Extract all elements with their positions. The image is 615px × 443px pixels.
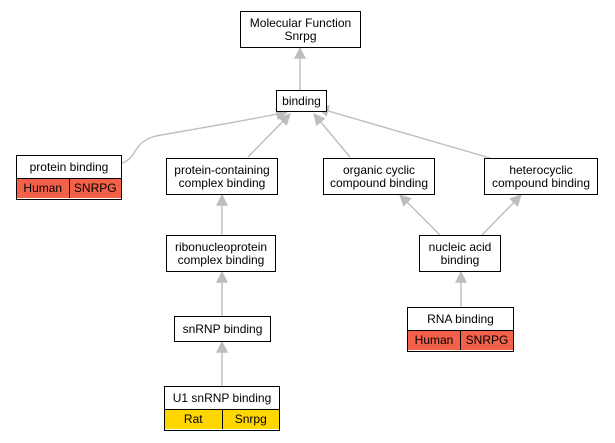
node-label-line1: protein-containing bbox=[174, 162, 270, 177]
node-label-line1: organic cyclic bbox=[342, 162, 416, 177]
node-label-line2: complex binding bbox=[177, 252, 265, 267]
edge-nucleic-acid-to-organic-cyclic bbox=[399, 194, 441, 236]
node-snrnp-binding[interactable]: snRNP binding bbox=[174, 316, 271, 342]
node-label-line1: nucleic acid bbox=[428, 239, 492, 254]
node-label-line1: Molecular Function bbox=[249, 15, 352, 30]
annotation-row: Rat Snrpg bbox=[165, 409, 279, 429]
edge-protein-containing-to-binding bbox=[247, 113, 291, 158]
node-organic-cyclic-compound-binding[interactable]: organic cyclic compound binding bbox=[323, 158, 435, 195]
node-rna-binding[interactable]: RNA binding Human SNRPG bbox=[407, 307, 514, 352]
species-cell: Human bbox=[23, 181, 63, 195]
node-protein-binding[interactable]: protein binding Human SNRPG bbox=[16, 155, 122, 200]
node-ribonucleoprotein-complex-binding[interactable]: ribonucleoprotein complex binding bbox=[166, 235, 276, 272]
node-label-line2: binding bbox=[440, 252, 480, 267]
node-label-line1: ribonucleoprotein bbox=[174, 239, 268, 254]
edge-organic-cyclic-to-binding bbox=[313, 113, 351, 158]
node-label: protein binding bbox=[29, 159, 109, 174]
node-label-line2: compound binding bbox=[491, 175, 591, 190]
node-label: RNA binding bbox=[427, 311, 494, 326]
gene-cell: SNRPG bbox=[460, 331, 513, 350]
node-heterocyclic-compound-binding[interactable]: heterocyclic compound binding bbox=[484, 158, 598, 195]
node-label-line2: Snrpg bbox=[284, 28, 317, 43]
annotation-row: Human SNRPG bbox=[17, 178, 121, 198]
node-label-line1: heterocyclic bbox=[509, 162, 573, 177]
node-label-line2: complex binding bbox=[178, 175, 266, 190]
node-nucleic-acid-binding[interactable]: nucleic acid binding bbox=[419, 235, 501, 272]
node-u1-snrnp-binding[interactable]: U1 snRNP binding Rat Snrpg bbox=[164, 386, 280, 431]
node-label-line2: compound binding bbox=[329, 175, 429, 190]
annotation-row: Human SNRPG bbox=[408, 330, 513, 350]
node-binding[interactable]: binding bbox=[276, 90, 327, 112]
species-cell: Rat bbox=[183, 412, 203, 426]
node-label: binding bbox=[282, 93, 321, 108]
node-molecular-function-root[interactable]: Molecular Function Snrpg bbox=[240, 11, 361, 48]
node-label: snRNP binding bbox=[182, 321, 263, 336]
species-cell: Human bbox=[414, 333, 454, 347]
node-protein-containing-complex-binding[interactable]: protein-containing complex binding bbox=[166, 158, 278, 195]
node-label: U1 snRNP binding bbox=[172, 390, 272, 405]
edge-protein-binding-to-binding bbox=[121, 108, 289, 164]
edge-heterocyclic-to-binding bbox=[316, 105, 491, 159]
gene-cell: SNRPG bbox=[68, 179, 122, 198]
gene-cell: Snrpg bbox=[221, 410, 280, 429]
edge-nucleic-acid-to-heterocyclic bbox=[481, 194, 522, 236]
